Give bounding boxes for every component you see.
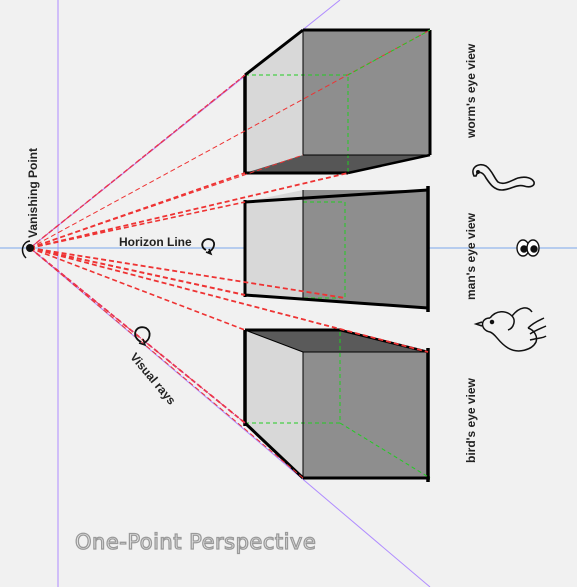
horizon-line-label: Horizon Line xyxy=(119,235,192,249)
outline xyxy=(244,329,304,353)
vanishing-point-label: Vanishing Point xyxy=(26,147,40,238)
ray-overlay-upper xyxy=(29,74,246,249)
outline xyxy=(244,293,429,310)
front-diagonal-bottom xyxy=(339,422,431,479)
side-face xyxy=(245,330,303,478)
vanishing-point-marker xyxy=(21,240,34,259)
bird-icon xyxy=(473,307,547,352)
outline xyxy=(244,188,429,204)
hidden-edges xyxy=(303,201,346,299)
box-worms-eye xyxy=(243,28,432,175)
rotate-arrow-icon xyxy=(134,326,151,347)
diagonal-guide-lower xyxy=(29,247,431,587)
worm-icon xyxy=(472,163,535,191)
top-face xyxy=(245,330,428,352)
worms-eye-view-label: worm's eye view xyxy=(464,43,478,138)
front-face xyxy=(303,352,428,478)
box-mans-eye xyxy=(243,186,430,312)
front-face xyxy=(303,190,428,308)
birds-eye-view-label: bird's eye view xyxy=(464,378,478,463)
side-face xyxy=(245,30,303,173)
front-diagonal-top xyxy=(347,29,431,76)
outline xyxy=(243,421,305,480)
eyes-icon xyxy=(516,239,540,257)
outline xyxy=(244,28,304,77)
rotate-arrow-icon xyxy=(201,238,215,256)
box-birds-eye xyxy=(243,328,430,482)
mans-eye-view-label: man's eye view xyxy=(464,213,478,300)
outline xyxy=(347,153,431,175)
side-face xyxy=(245,190,303,300)
front-face xyxy=(303,30,430,155)
diagram-title: One-Point Perspective xyxy=(74,529,317,554)
ray-overlay-lower xyxy=(29,247,246,424)
hidden-edges xyxy=(245,74,349,173)
visual-rays xyxy=(29,29,431,479)
